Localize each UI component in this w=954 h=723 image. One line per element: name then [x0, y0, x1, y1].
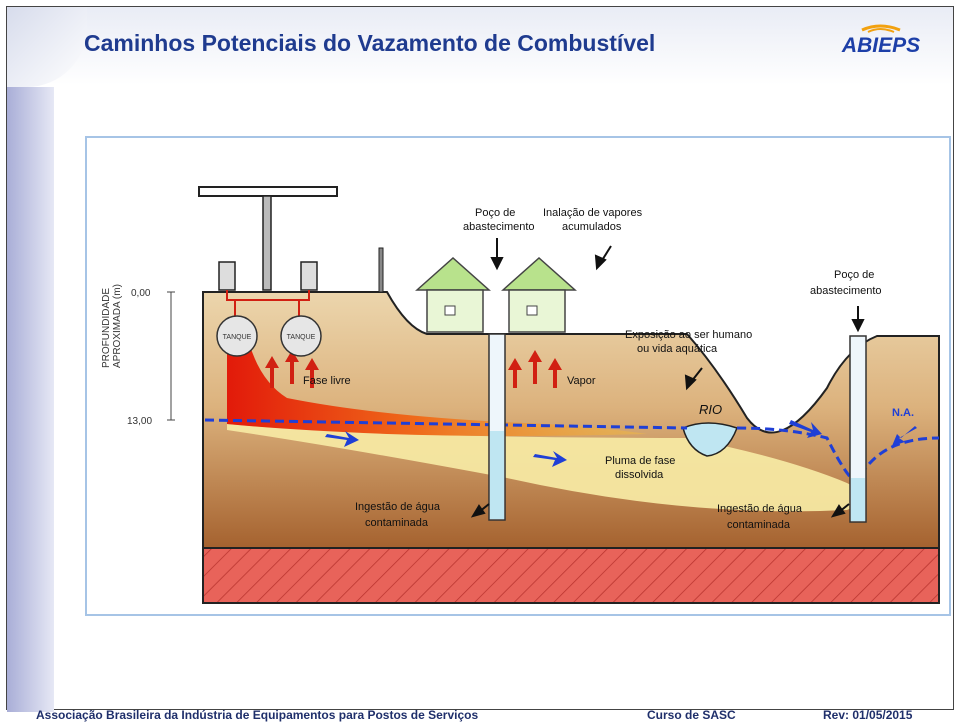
side-bar	[7, 87, 54, 712]
footer-rev: Rev: 01/05/2015	[823, 708, 913, 722]
well-left	[488, 333, 506, 521]
free-phase-label: Fase livre	[303, 375, 351, 387]
free-phase-contaminant	[227, 324, 647, 436]
river-label: RIO	[699, 402, 722, 417]
footer: Associação Brasileira da Indústria de Eq…	[0, 706, 954, 723]
well-left-label-2: abastecimento	[463, 221, 535, 233]
well-right-label-2: abastecimento	[810, 285, 882, 297]
water-table-line	[204, 418, 940, 486]
depth-axis: 0,00 13,00 PROFUNDIDADE APROXIMADA (m)	[101, 284, 175, 427]
ingest-right-label-1: Ingestão de água	[717, 503, 803, 515]
fuel-leak-diagram: RIO N.A. TANQUE TANQUE	[101, 186, 940, 604]
plume-label-1: Pluma de fase	[605, 455, 675, 467]
fuel-canopy	[198, 186, 384, 293]
svg-text:TANQUE: TANQUE	[223, 334, 252, 341]
ingest-left-label-2: contaminada	[365, 517, 429, 529]
groundwater-flow-arrows	[325, 420, 917, 467]
river	[682, 422, 738, 457]
exposure-label-1: Exposição ao ser humano	[625, 329, 752, 341]
slide-title: Caminhos Potenciais do Vazamento de Comb…	[84, 30, 656, 56]
axis-label-1: PROFUNDIDADE	[101, 288, 112, 368]
svg-text:TANQUE: TANQUE	[287, 334, 316, 341]
svg-text:ABIEPS: ABIEPS	[841, 34, 920, 57]
depth-bottom-label: 13,00	[127, 416, 152, 427]
pointer-arrows	[470, 238, 865, 518]
fuel-pipes	[226, 290, 310, 318]
abieps-logo: ABIEPS	[841, 24, 920, 57]
bedrock-layer	[202, 547, 940, 604]
footer-org: Associação Brasileira da Indústria de Eq…	[36, 708, 479, 722]
footer-course: Curso de SASC	[647, 708, 736, 722]
vapor-inhale-label-2: acumulados	[562, 221, 622, 233]
house-right	[501, 256, 577, 333]
vapor-label: Vapor	[567, 375, 596, 387]
plume-label-2: dissolvida	[615, 469, 664, 481]
ingest-left-label-1: Ingestão de água	[355, 501, 441, 513]
vapor-arrows	[265, 350, 562, 388]
well-right	[849, 335, 867, 523]
axis-label-2: APROXIMADA (m)	[112, 284, 123, 368]
water-table-label: N.A.	[892, 407, 914, 419]
vapor-inhale-label-1: Inalação de vapores	[543, 207, 643, 219]
well-left-label-1: Poço de	[475, 207, 515, 219]
depth-top-label: 0,00	[131, 288, 151, 299]
header-band	[7, 7, 953, 85]
ingest-right-label-2: contaminada	[727, 519, 791, 531]
tank-left: TANQUE	[216, 315, 258, 357]
exposure-label-2: ou vida aquática	[637, 343, 718, 355]
house-left	[415, 256, 491, 333]
tank-right: TANQUE	[280, 315, 322, 357]
well-right-label-1: Poço de	[834, 269, 874, 281]
figure-box: RIO N.A. TANQUE TANQUE	[85, 136, 951, 616]
